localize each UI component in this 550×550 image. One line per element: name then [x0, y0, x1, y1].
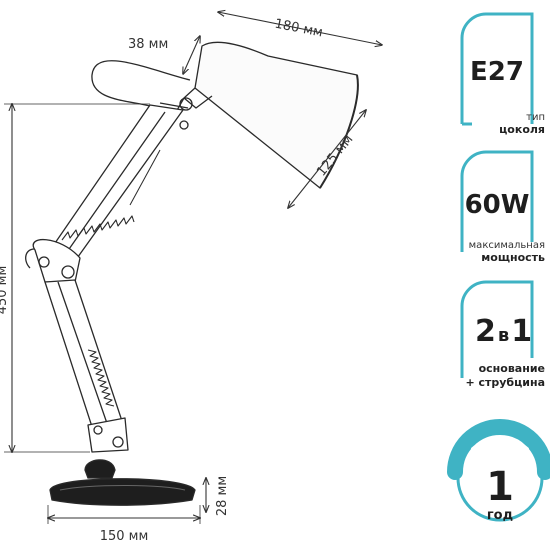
- lamp-upper-arm: [41, 102, 189, 269]
- badge-power-value: 60W: [465, 190, 530, 220]
- dim-height: 450 мм: [0, 266, 10, 315]
- badge-power-caption-1: максимальная: [469, 240, 545, 251]
- lamp-head-joint: [179, 97, 193, 111]
- badge-socket-caption-1: тип: [526, 112, 545, 123]
- badge-socket-value: E27: [470, 57, 524, 87]
- lamp-elbow-joint: [32, 239, 81, 283]
- badge-warranty: гарантия 1 год: [447, 419, 550, 523]
- dimension-lines: [4, 12, 382, 524]
- lamp-base: [49, 459, 196, 506]
- dim-width-top: 180 мм: [273, 17, 324, 41]
- badge-power-caption-2: мощность: [481, 251, 545, 264]
- lamp-lower-arm: [44, 279, 126, 437]
- warranty-number: 1: [486, 464, 514, 510]
- badge-two-preposition: в: [498, 325, 509, 346]
- badge-two-number: 2: [475, 314, 496, 349]
- lamp-lower-spring: [87, 349, 115, 407]
- badge-two-caption-2: + струбцина: [465, 376, 545, 389]
- lamp-cable: [91, 60, 191, 107]
- dim-base-width: 150 мм: [100, 529, 149, 544]
- badge-socket-type: E27 тип цоколя: [460, 12, 545, 136]
- dim-neck: 38 мм: [128, 37, 168, 52]
- lamp-upper-spring: [61, 215, 135, 241]
- warranty-unit: год: [487, 508, 513, 523]
- badge-socket-caption-2: цоколя: [499, 123, 545, 136]
- badge-two-caption-1: основание: [479, 362, 545, 375]
- lamp-illustration: [25, 41, 359, 506]
- badge-max-power: 60W максимальная мощность: [460, 150, 545, 264]
- lamp-base-joint: [87, 417, 129, 453]
- badge-two-number-2: 1: [511, 314, 532, 349]
- dim-base-height: 28 мм: [215, 476, 230, 516]
